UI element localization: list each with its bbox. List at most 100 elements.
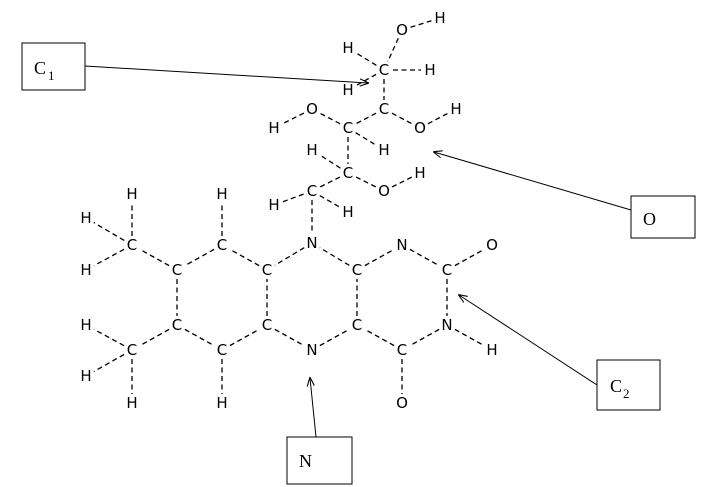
bond-c-6-c-5a	[229, 328, 260, 347]
atom-o-c2-ring: O	[486, 236, 498, 254]
label-c2-box	[596, 359, 661, 411]
bond-c-5a-n-5	[274, 328, 305, 347]
atom-n-5: N	[306, 341, 317, 359]
atom-c-2: C	[379, 100, 389, 118]
bond-o-top-c1	[387, 37, 399, 63]
atom-o-c4-ring: O	[396, 394, 408, 412]
label-c1-text: C	[34, 58, 46, 78]
atom-h-oc2: H	[450, 100, 461, 118]
bond-c-9a-c-9	[229, 248, 260, 267]
bond-n-5-c-4a	[319, 328, 350, 347]
label-c2: C 2	[596, 359, 661, 411]
atom-c-3: C	[343, 119, 353, 137]
atom-o-top: O	[396, 21, 408, 39]
atom-c-6: C	[217, 341, 227, 359]
bond-c-5-h-ch2-l	[282, 193, 304, 203]
bond-o-c2-h-oc2	[427, 112, 449, 125]
atom-h-me1-c: H	[80, 261, 91, 279]
bond-n-3-h-n3	[454, 328, 485, 347]
atom-c-9a: C	[262, 261, 272, 279]
label-c1: C 1	[21, 42, 86, 91]
atom-c-4a: C	[352, 316, 362, 334]
atom-h-c6: H	[216, 394, 227, 412]
atom-c-9: C	[217, 236, 227, 254]
label-o: O	[630, 195, 696, 239]
bond-c-c4-c-4a	[364, 328, 395, 347]
atom-n-3: N	[441, 316, 452, 334]
atom-h-oc4: H	[414, 164, 425, 182]
bond-c1-h-c1-low	[355, 73, 377, 87]
atom-h-me2-c: H	[126, 394, 137, 412]
atom-h-me1-a: H	[126, 185, 137, 203]
label-c1-subscript: 1	[48, 68, 55, 83]
atom-h-c4: H	[306, 141, 317, 159]
bond-layer	[93, 20, 485, 394]
bond-o-top-h-top-o	[410, 20, 432, 28]
atom-h-top-o: H	[434, 9, 445, 27]
label-o-text: O	[643, 209, 656, 229]
atom-c-10a: C	[352, 261, 362, 279]
atom-c-7: C	[172, 316, 182, 334]
bond-c1-h-c1-left	[355, 52, 377, 66]
bond-o-c4-h-oc4	[391, 176, 413, 188]
bond-n-10-c-9a	[274, 247, 305, 266]
bond-n-1-c-c2	[409, 248, 440, 267]
bond-c-4-h-c4	[319, 154, 341, 169]
atom-o-c2: O	[414, 119, 426, 137]
label-c2-subscript: 2	[623, 386, 630, 401]
atom-h-c9: H	[216, 185, 227, 203]
atom-h-me2-b: H	[80, 367, 91, 385]
atom-h-me2-a: H	[80, 316, 91, 334]
arrow-o	[434, 152, 632, 211]
bond-c-me1-h-me1-c	[93, 248, 125, 267]
arrow-c2	[459, 295, 598, 386]
atom-c-4: C	[343, 164, 353, 182]
bond-c-8-c-me1	[139, 248, 170, 267]
bond-o-c3-h-oc3	[281, 112, 305, 125]
atom-n-1: N	[396, 236, 407, 254]
atom-h-ch2-b: H	[342, 203, 353, 221]
atom-c-5: C	[307, 182, 317, 200]
bond-c-7-c-6	[184, 328, 215, 347]
atom-h-me1-b: H	[80, 209, 91, 227]
atom-c-5a: C	[262, 316, 272, 334]
bond-c-c2-o-c2-ring	[454, 248, 485, 267]
atom-h-ch2-l: H	[268, 196, 279, 214]
bond-n-3-c-c4	[409, 328, 440, 347]
label-n-box	[286, 436, 353, 485]
bond-c-10a-n-10	[319, 247, 350, 266]
bond-c-me2-h-me2-b	[93, 353, 125, 373]
bond-c-2-c-3	[355, 112, 377, 125]
arrow-n	[310, 378, 317, 438]
bond-c-2-o-c2	[391, 112, 413, 125]
atom-h-c3: H	[378, 141, 389, 159]
atom-c-c2: C	[442, 261, 452, 279]
atom-c-me2: C	[127, 341, 137, 359]
bond-c-me2-h-me2-a	[93, 328, 125, 347]
atom-h-c1-right: H	[424, 61, 435, 79]
bond-c-10a-n-1	[364, 248, 395, 267]
bond-c-4-c-5	[319, 176, 341, 188]
atom-h-n3: H	[486, 341, 497, 359]
bond-c-7-c-me2	[139, 328, 170, 347]
arrow-c1	[84, 65, 368, 83]
atom-h-c1-left: H	[342, 39, 353, 57]
label-c2-text: C	[610, 376, 622, 396]
atom-c-8: C	[172, 261, 182, 279]
atom-n-10: N	[306, 234, 317, 252]
atom-h-oc3: H	[268, 119, 279, 137]
bond-c-9-c-8	[184, 248, 215, 267]
atom-c1: C	[379, 61, 389, 79]
atom-layer: H O H C H H C O H H O C H H C O H H C H N C C H C C H H H C C H H H C H C N C C…	[80, 9, 498, 412]
bond-c-3-h-c3	[355, 132, 377, 146]
label-n-text: N	[299, 451, 312, 471]
atom-h-c1-low: H	[342, 81, 353, 99]
label-o-box	[630, 195, 696, 239]
bond-c-4-o-c4	[355, 176, 377, 188]
atom-o-c3: O	[306, 100, 318, 118]
atom-c-c4: C	[397, 341, 407, 359]
atom-o-c4: O	[378, 182, 390, 200]
label-n: N	[286, 436, 353, 485]
